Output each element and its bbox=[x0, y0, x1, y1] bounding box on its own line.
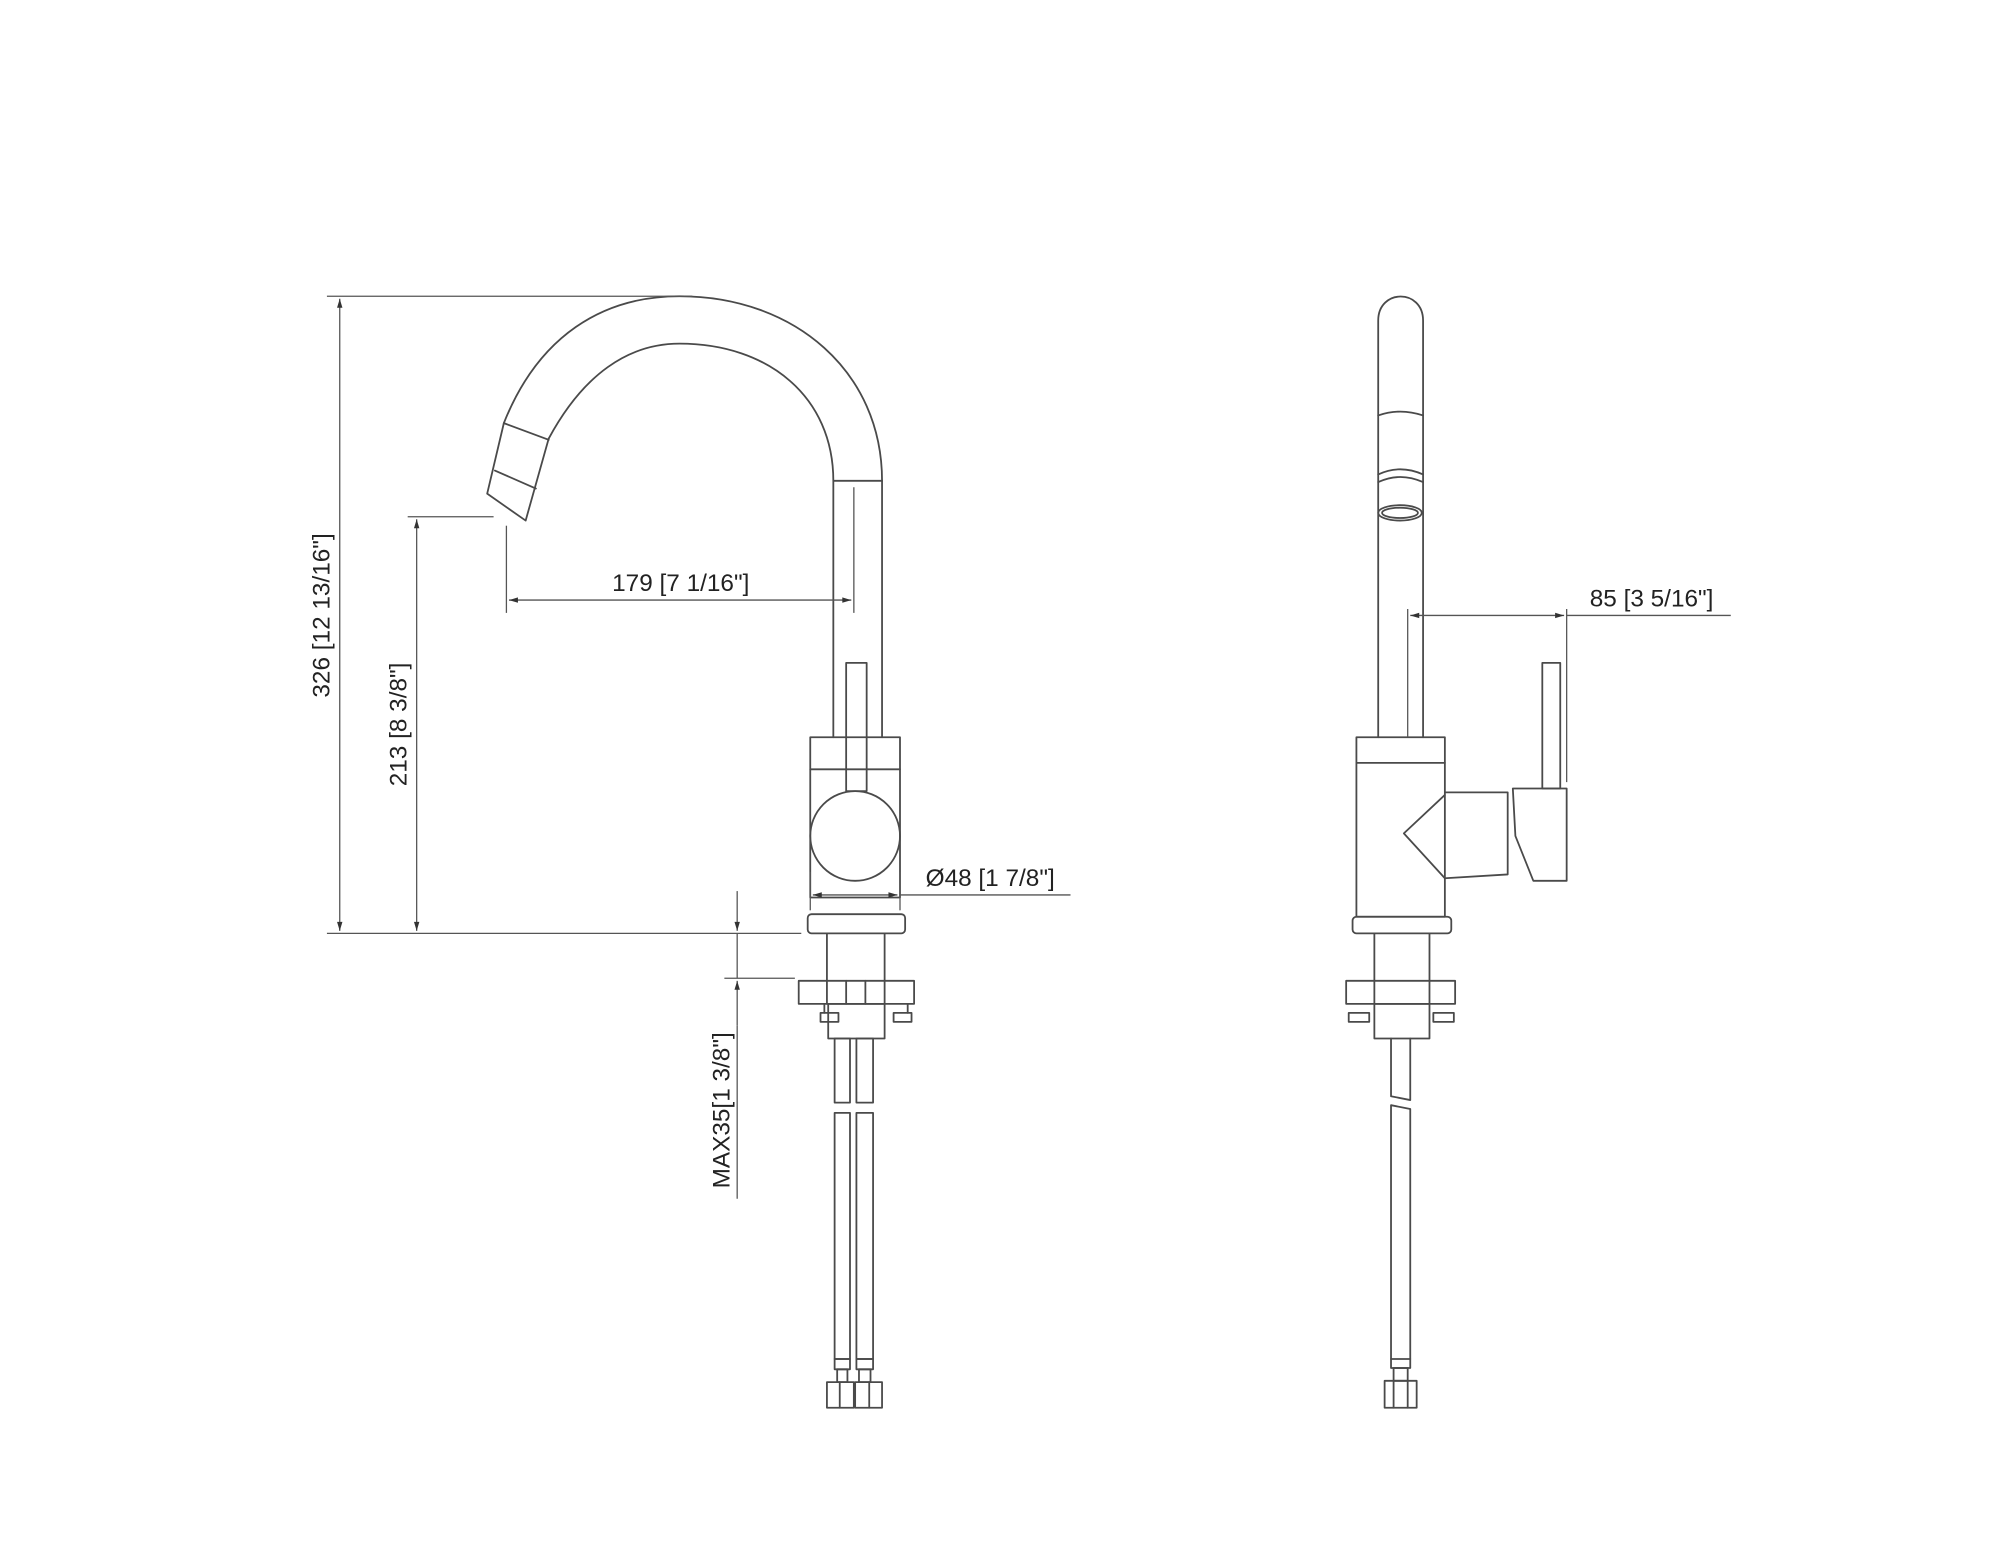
dimension-body-diameter: Ø48 [1 7/8"] bbox=[809, 865, 1071, 911]
mounting-hardware-side bbox=[1345, 979, 1457, 1040]
lever-handle-side bbox=[1541, 661, 1562, 790]
supply-hoses bbox=[826, 1037, 883, 1409]
body bbox=[806, 661, 907, 982]
dimension-total-height: 326 [12 13/16"] bbox=[308, 295, 802, 935]
handle-cap bbox=[809, 790, 901, 882]
spout-side bbox=[1377, 295, 1424, 739]
supply-hose-side bbox=[1383, 1037, 1418, 1409]
lever-handle bbox=[845, 661, 868, 792]
handle-offset-label: 85 [3 5/16"] bbox=[1590, 585, 1714, 612]
body-diameter-label: Ø48 [1 7/8"] bbox=[926, 865, 1055, 892]
spout-reach-label: 179 [7 1/16"] bbox=[612, 570, 749, 597]
spout bbox=[486, 295, 883, 739]
dimension-handle-offset: 85 [3 5/16"] bbox=[1407, 585, 1731, 783]
front-view: 326 [12 13/16"] 213 [8 3/8"] 179 [7 1/16… bbox=[308, 295, 1071, 1409]
base-plate bbox=[806, 913, 907, 935]
dimension-spout-reach: 179 [7 1/16"] bbox=[505, 487, 855, 613]
mounting-hardware bbox=[797, 979, 916, 1040]
side-view: 85 [3 5/16"] bbox=[1345, 295, 1731, 1409]
dimension-spout-height: 213 [8 3/8"] bbox=[385, 516, 494, 931]
total-height-label: 326 [12 13/16"] bbox=[308, 533, 335, 697]
body-side bbox=[1351, 661, 1568, 982]
dimension-max-deck: MAX35[1 3/8"] bbox=[708, 891, 795, 1199]
max-deck-label: MAX35[1 3/8"] bbox=[708, 1032, 735, 1188]
spout-height-label: 213 [8 3/8"] bbox=[385, 663, 412, 787]
